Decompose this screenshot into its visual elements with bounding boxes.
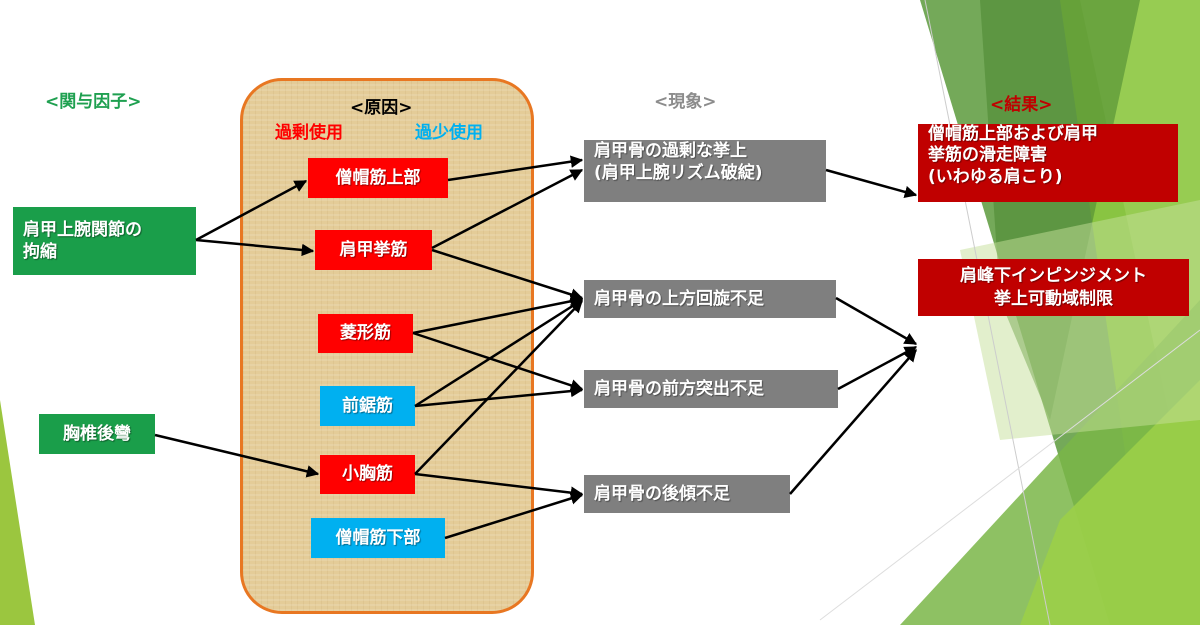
arrow: [835, 296, 918, 346]
cause-upper-trapezius: 僧帽筋上部: [308, 158, 448, 198]
arrow: [154, 433, 320, 478]
factor-line: 肩甲上腕関節の: [23, 219, 142, 240]
left-wedge: [0, 400, 35, 625]
result-line: 挙筋の滑走障害: [928, 145, 1047, 166]
header-causes: <原因>: [350, 98, 413, 118]
phenomenon-line: 肩甲骨の過剰な挙上: [594, 141, 747, 161]
result-line: (いわゆる肩こり): [928, 166, 1063, 187]
cause-rhomboid: 菱形筋: [318, 314, 413, 353]
arrow: [412, 295, 584, 335]
cause-pectoralis-minor: 小胸筋: [320, 455, 415, 494]
result-impingement: 肩峰下インピンジメント 挙上可動域制限: [918, 259, 1189, 316]
result-shoulder-stiffness: 僧帽筋上部および肩甲 挙筋の滑走障害 (いわゆる肩こり): [918, 124, 1178, 202]
phenomenon-line: (肩甲上腕リズム破綻): [594, 163, 763, 184]
phenomenon-protraction: 肩甲骨の前方突出不足: [584, 370, 838, 408]
cause-serratus-anterior: 前鋸筋: [320, 386, 415, 426]
arrow: [431, 168, 584, 250]
arrow: [414, 384, 584, 408]
factor-line: 拘縮: [23, 242, 57, 262]
cause-levator-scapulae: 肩甲挙筋: [315, 230, 432, 270]
cause-lower-trapezius: 僧帽筋下部: [311, 518, 445, 558]
factor-gh-contracture: 肩甲上腕関節の 拘縮: [13, 207, 196, 275]
arrow: [414, 472, 584, 499]
arrow: [447, 155, 584, 182]
phenomenon-excess-elevation: 肩甲骨の過剰な挙上 (肩甲上腕リズム破綻): [584, 140, 826, 202]
result-line: 肩峰下インピンジメント: [960, 266, 1147, 287]
header-factors: <関与因子>: [45, 92, 142, 112]
arrow: [414, 300, 583, 475]
arrow: [837, 345, 918, 391]
header-phenomena: <現象>: [654, 92, 717, 112]
arrow: [195, 179, 308, 242]
factor-thoracic-kyphosis: 胸椎後彎: [39, 414, 155, 454]
arrow: [412, 331, 584, 392]
legend-underuse: 過少使用: [415, 123, 483, 143]
arrow: [825, 168, 918, 199]
phenomenon-posterior-tilt: 肩甲骨の後傾不足: [584, 475, 790, 513]
arrow: [431, 248, 584, 301]
phenomenon-upward-rotation: 肩甲骨の上方回旋不足: [584, 280, 836, 318]
result-line: 挙上可動域制限: [994, 288, 1113, 309]
legend-overuse: 過剰使用: [275, 123, 343, 143]
arrow: [195, 238, 315, 257]
arrow: [414, 298, 584, 408]
arrow: [444, 492, 584, 540]
result-line: 僧帽筋上部および肩甲: [928, 124, 1098, 144]
arrow: [789, 349, 917, 495]
header-results: <結果>: [990, 95, 1053, 115]
